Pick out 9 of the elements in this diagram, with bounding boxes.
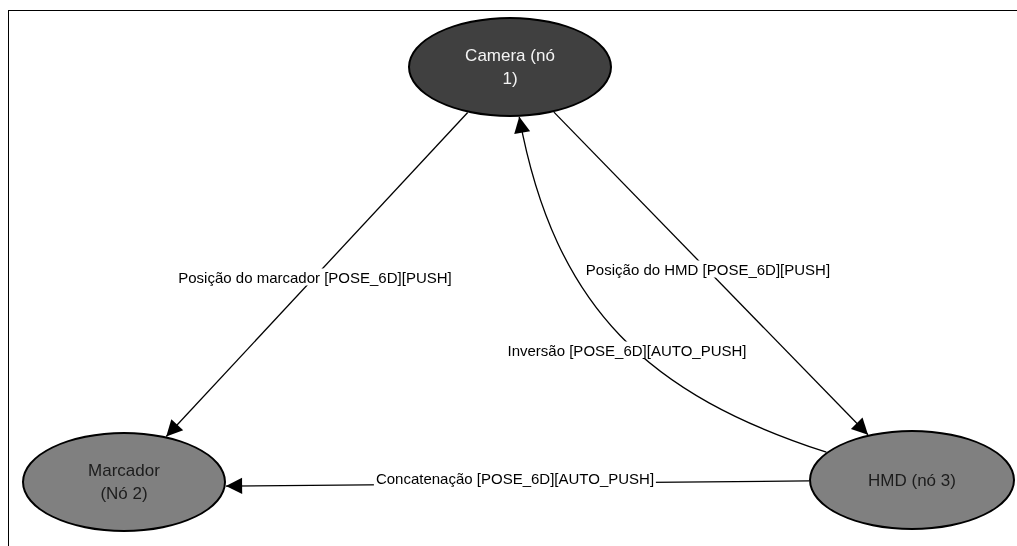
node-label: HMD (nó 3) — [867, 469, 957, 492]
arrow — [165, 111, 469, 438]
node-label: Marcador (Nó 2) — [87, 460, 161, 505]
edge-label: Posição do marcador [POSE_6D][PUSH] — [176, 268, 454, 286]
arrow — [514, 116, 827, 453]
node-label: Camera (nó 1) — [464, 45, 556, 90]
edge-label: Posição do HMD [POSE_6D][PUSH] — [583, 260, 833, 278]
arrow — [553, 111, 869, 436]
edge-label: Inversão [POSE_6D][AUTO_PUSH] — [505, 341, 749, 359]
